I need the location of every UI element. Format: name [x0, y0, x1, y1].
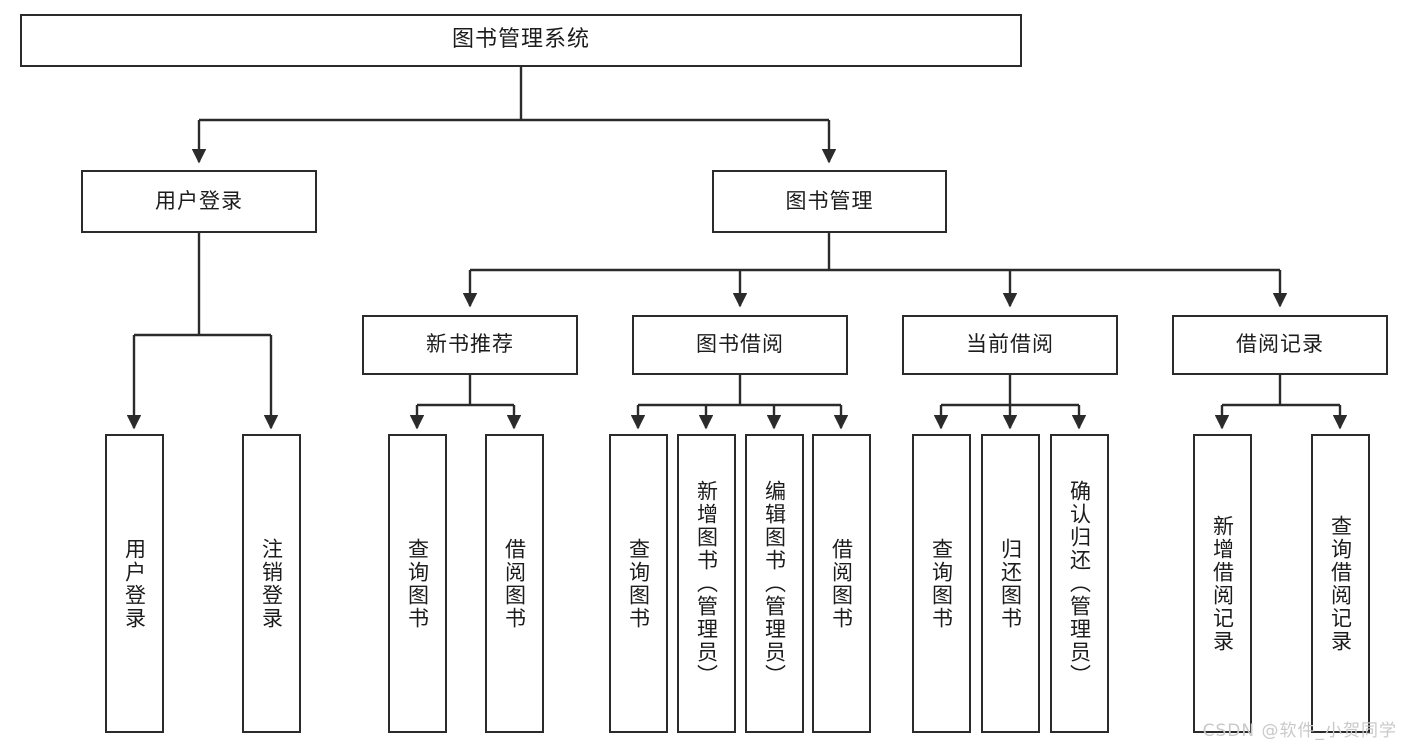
- leaf-user-login-logout[interactable]: 注销登录: [242, 434, 301, 733]
- node-label: 新增图书（管理员）: [694, 480, 719, 687]
- node-current-borrow[interactable]: 当前借阅: [902, 315, 1118, 375]
- node-label: 借阅图书: [502, 537, 527, 630]
- csdn-watermark: CSDN @软件_小贺同学: [1202, 721, 1397, 741]
- node-label: 图书管理系统: [451, 27, 590, 53]
- node-label: 新书推荐: [426, 332, 514, 357]
- node-label: 图书管理: [785, 188, 874, 213]
- node-label: 用户登录: [155, 188, 243, 213]
- leaf-user-login-login[interactable]: 用户登录: [105, 434, 164, 733]
- node-root-system[interactable]: 图书管理系统: [20, 14, 1022, 67]
- node-book-management[interactable]: 图书管理: [712, 170, 947, 233]
- node-label: 注销登录: [259, 537, 284, 630]
- leaf-book-borrow-add[interactable]: 新增图书（管理员）: [677, 434, 736, 733]
- leaf-current-borrow-return[interactable]: 归还图书: [981, 434, 1040, 733]
- leaf-new-book-query[interactable]: 查询图书: [388, 434, 447, 733]
- node-label: 查询图书: [405, 537, 430, 630]
- node-label: 查询图书: [929, 537, 954, 630]
- leaf-book-borrow-edit[interactable]: 编辑图书（管理员）: [745, 434, 804, 733]
- leaf-book-borrow-borrow[interactable]: 借阅图书: [812, 434, 871, 733]
- node-label: 归还图书: [998, 537, 1023, 630]
- node-label: 确认归还（管理员）: [1067, 480, 1092, 687]
- node-label: 查询借阅记录: [1328, 514, 1353, 653]
- leaf-current-borrow-query[interactable]: 查询图书: [912, 434, 971, 733]
- node-new-book-recommend[interactable]: 新书推荐: [362, 315, 578, 375]
- leaf-current-borrow-confirm-return[interactable]: 确认归还（管理员）: [1050, 434, 1109, 733]
- node-label: 图书借阅: [696, 332, 784, 357]
- leaf-new-book-borrow[interactable]: 借阅图书: [485, 434, 544, 733]
- node-label: 编辑图书（管理员）: [762, 480, 787, 687]
- node-label: 新增借阅记录: [1210, 514, 1235, 653]
- node-borrow-record[interactable]: 借阅记录: [1172, 315, 1388, 375]
- node-book-borrow[interactable]: 图书借阅: [632, 315, 848, 375]
- node-user-login[interactable]: 用户登录: [81, 170, 317, 233]
- leaf-book-borrow-query[interactable]: 查询图书: [609, 434, 668, 733]
- node-label: 查询图书: [626, 537, 651, 630]
- leaf-borrow-record-query[interactable]: 查询借阅记录: [1311, 434, 1370, 733]
- leaf-borrow-record-add[interactable]: 新增借阅记录: [1193, 434, 1252, 733]
- node-label: 借阅记录: [1236, 332, 1324, 357]
- node-label: 当前借阅: [966, 332, 1054, 357]
- node-label: 借阅图书: [829, 537, 854, 630]
- node-label: 用户登录: [122, 537, 147, 630]
